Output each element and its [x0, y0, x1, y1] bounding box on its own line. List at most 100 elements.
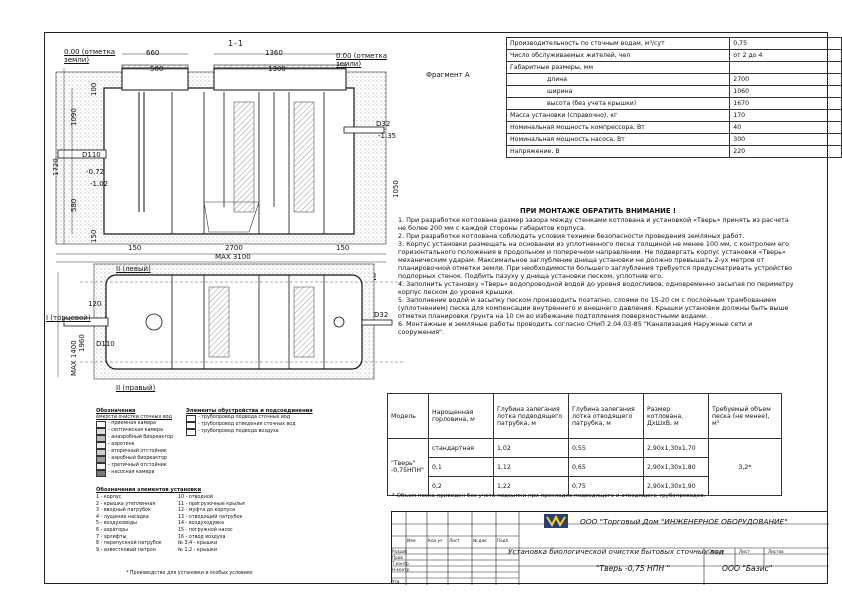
pipe-icon — [186, 421, 196, 429]
stamp-row: Утв — [392, 579, 400, 584]
spec-row: высота (без учета крышки)1670 — [505, 97, 842, 110]
legend-item: - аэротенк — [96, 442, 173, 450]
stamp-row: Разраб — [392, 549, 408, 554]
dim-top-right: 1360 — [265, 49, 283, 57]
dim-150: 150 — [90, 229, 98, 243]
legend-item: - приемная камера — [96, 421, 173, 429]
legend-subtitle-left: ёмкости очистки сточных вод — [96, 414, 172, 420]
swatch-icon — [96, 463, 106, 471]
legend-item: - вторичный отстойник — [96, 449, 173, 457]
legend-item: - септическая камера — [96, 428, 173, 436]
spec-table: Производительность по сточным водам, м³/… — [505, 37, 842, 158]
dim-d32: D32 — [376, 120, 391, 128]
note-item: 3. Корпус установки размещать на основан… — [398, 240, 792, 280]
dim-plan-1400: MAX 1400 — [70, 340, 78, 376]
legend-item: - анаэробный биореактор — [96, 435, 173, 443]
spec-row: Габаритные размеры, мм — [505, 61, 842, 74]
stamp-row: Н.контр — [392, 567, 410, 572]
dim-2700: 2700 — [225, 244, 243, 252]
note-item: 5. Заполнение водой и засыпку песком про… — [398, 296, 789, 320]
table-cell: 0,55 — [568, 438, 644, 458]
section-label: 1-1 — [228, 39, 245, 48]
spec-row: Производительность по сточным водам, м³/… — [505, 37, 842, 50]
table-cell: 1,12 — [493, 457, 569, 477]
dim-150-right: 150 — [336, 244, 350, 252]
part-item: 13 - отводящий патрубок — [178, 514, 243, 520]
part-item: 2 - крышка утепленная — [96, 501, 156, 507]
section-mark-i: I — [374, 272, 377, 280]
spec-label: ширина — [505, 85, 731, 98]
section-mark-end: I (торцевой) — [46, 314, 91, 322]
swatch-icon — [96, 442, 106, 450]
model-cell: "Тверь" -0,75НПН" — [387, 438, 429, 496]
swatch-icon — [96, 449, 106, 457]
sand-header: Требуемый объем песка (не менее), м³ — [708, 393, 782, 439]
spec-label: Габаритные размеры, мм — [505, 61, 731, 74]
legend-item: - трубопровод подвода воздуха — [186, 428, 313, 436]
part-item: 16 - отвод воздуха — [178, 534, 226, 540]
level-n102: -1.02 — [90, 180, 109, 188]
model-table: Модель Нарощенная горловина, м Глубина з… — [387, 393, 782, 496]
swatch-icon — [96, 470, 106, 478]
sheet-label: Лист — [739, 549, 750, 554]
dim-580: 580 — [70, 198, 78, 212]
title-block-grid — [392, 512, 829, 585]
spec-value: 170 — [729, 109, 842, 122]
inlet-depth-header: Глубина залегания лотка подводящего патр… — [493, 393, 569, 439]
sheets-label: Листов — [768, 549, 784, 554]
table-cell: стандартная — [428, 438, 494, 458]
table-cell: 1,02 — [493, 438, 569, 458]
note-item: 4. Заполнить установку «Тверь» водопрово… — [398, 280, 794, 296]
part-item: 8 - перепускной патрубок — [96, 541, 162, 547]
spec-label: высота (без учета крышки) — [505, 97, 731, 110]
level-n135: -1.35 — [378, 132, 397, 140]
company-logo — [544, 514, 568, 528]
outlet-depth-header: Глубина залегания лотка отводящего патру… — [568, 393, 644, 439]
part-item: 14 - воздуходувка — [178, 521, 224, 527]
legend-item: - третичный отстойник — [96, 463, 173, 471]
spec-value: 2700 — [729, 73, 842, 86]
dim-1720: 1720 — [52, 158, 60, 176]
installation-notes: ПРИ МОНТАЖЕ ОБРАТИТЬ ВНИМАНИЕ ! 1. При р… — [398, 207, 798, 336]
dim-1050: 1050 — [392, 180, 400, 198]
part-item: 10 - отводной — [178, 495, 213, 500]
table-cell: 0,1 — [428, 457, 494, 477]
legend-item: - насосная камера — [96, 470, 173, 478]
part-item: 4 - лущение насадка — [96, 514, 149, 520]
swatch-icon — [96, 421, 106, 429]
outlet-pipe — [343, 126, 385, 134]
legend-item: - трубопровод отведения сточных вод — [186, 421, 313, 429]
section-mark-left: II (левый) — [116, 265, 151, 273]
ground-mark-right: 0.00 (отметка земли) — [336, 52, 388, 68]
dim-below-left: 500 — [150, 65, 164, 73]
stage-label: Стадия — [708, 549, 725, 554]
dim-top-left: 660 — [146, 49, 160, 57]
dim-d110: D110 — [82, 151, 101, 159]
sand-cell: 3,2* — [708, 438, 782, 496]
spec-label: Номинальная мощность компрессора, Вт — [505, 121, 731, 134]
legend-title-left: Обозначения — [96, 408, 136, 414]
spec-label: длина — [505, 73, 731, 86]
note-item: 2. При разработке котлована соблюдать ус… — [398, 232, 745, 240]
technical-drawing — [55, 53, 404, 380]
tank-section — [103, 87, 355, 235]
product-name: "Тверь -0,75 НПН " — [596, 564, 671, 573]
fragment-a-label: Фрагмент А — [426, 71, 470, 79]
model-header: Модель — [387, 393, 429, 439]
legend-item: - трубопровод подвода сточных вод — [186, 414, 313, 422]
ground-mark-left: 0.00 (отметка земли) — [64, 48, 116, 64]
parts-list: Обозначения элементов установки 1 - корп… — [96, 487, 316, 576]
dim-plan-120: 120 — [88, 300, 102, 308]
inlet-pipe — [57, 149, 107, 159]
dim-plan-d110: D110 — [96, 340, 115, 348]
stamp-col: Изм — [407, 538, 416, 543]
part-item: 12 - муфта до корпуса — [178, 508, 235, 514]
spec-value: 1060 — [729, 85, 842, 98]
